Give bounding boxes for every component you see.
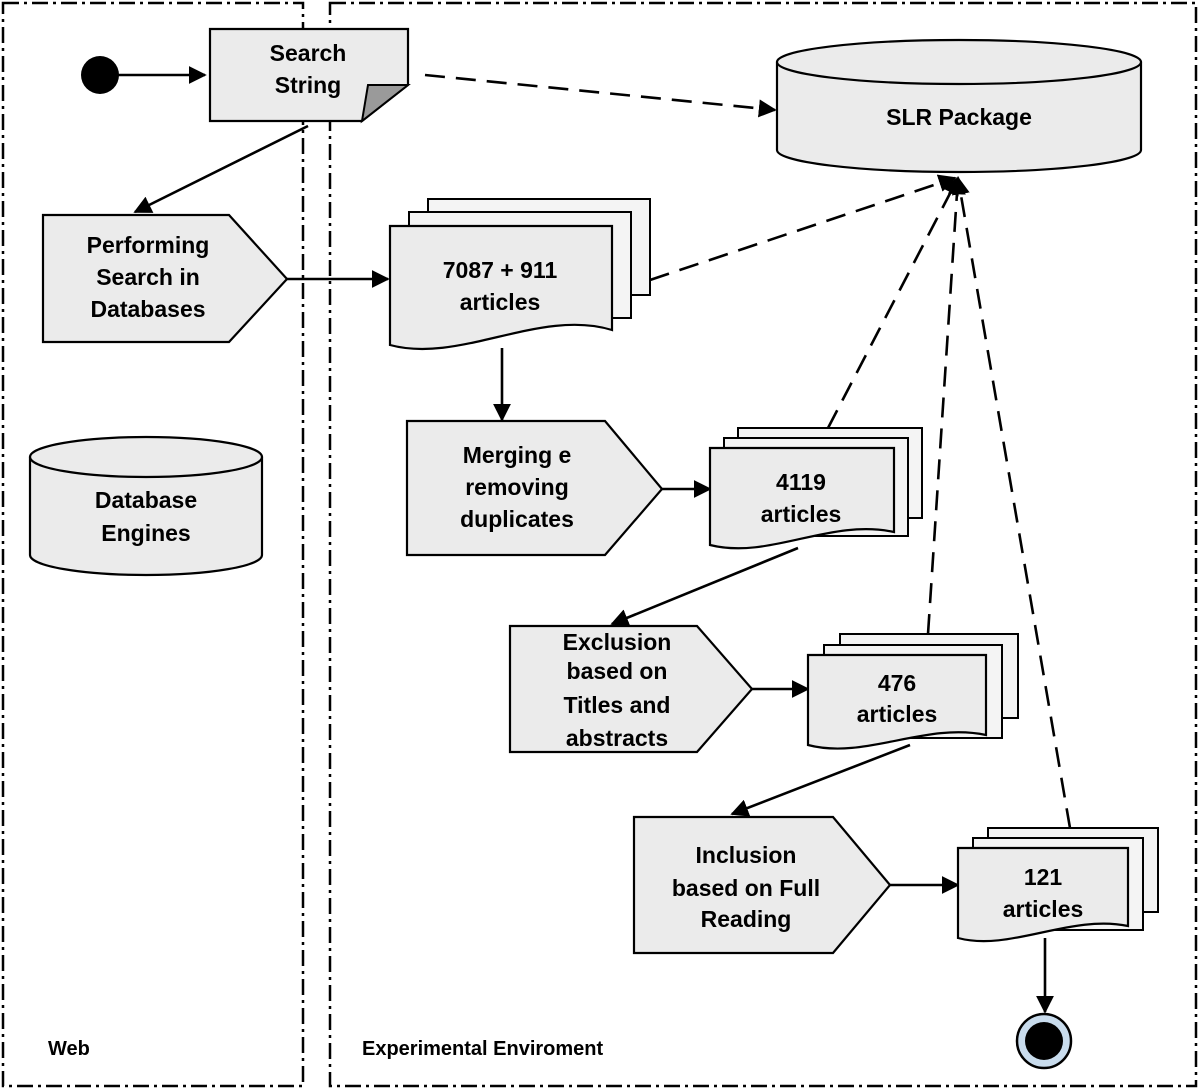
assoc-7087-articles-to-slr-package (649, 174, 957, 282)
flow-4119-articles-to-exclusion (610, 546, 799, 627)
performing-search-label-line-2: Search in (96, 264, 200, 290)
merging-label-line-1: Merging e (463, 442, 572, 468)
web-lane-label: Web (48, 1038, 90, 1060)
articles-7087-label-line-1: 7087 + 911 (443, 257, 558, 283)
exclusion-label-line-3: Titles and (564, 692, 671, 718)
flow-476-articles-to-inclusion (730, 743, 911, 817)
articles-476-label-line-1: 476 (878, 670, 916, 696)
articles-7087-label-line-2: articles (460, 289, 541, 315)
inclusion-activity: Inclusion based on Full Reading (632, 815, 892, 955)
flow-search-string-to-performing-search (133, 124, 309, 214)
swimlane-web: Web (1, 1, 305, 1088)
inclusion-label-line-2: based on Full (672, 875, 820, 901)
assoc-4119-articles-to-slr-package (826, 176, 960, 429)
performing-search-label-line-1: Performing (87, 232, 210, 258)
database-engines-datastore: Database Engines (28, 435, 264, 577)
start-node (81, 56, 119, 94)
merging-activity: Merging e removing duplicates (405, 419, 664, 557)
experimental-lane-label: Experimental Enviroment (362, 1038, 604, 1060)
database-engines-label-line-2: Engines (101, 520, 190, 546)
exclusion-label-line-2: based on (567, 658, 668, 684)
articles-4119-label-line-2: articles (761, 501, 842, 527)
articles-4119-multidocument: 4119 articles (708, 427, 923, 550)
inclusion-label-line-3: Reading (701, 906, 792, 932)
exclusion-label-line-4: abstracts (566, 725, 668, 751)
folded-corner (360, 84, 411, 124)
exclusion-label-line-1: Exclusion (563, 629, 672, 655)
search-string-label-line-2: String (275, 72, 341, 98)
articles-121-label-line-1: 121 (1024, 864, 1063, 890)
assoc-476-articles-to-slr-package (926, 176, 966, 635)
swimlane-experimental: Experimental Enviroment (328, 1, 1198, 1088)
articles-4119-label-line-1: 4119 (776, 469, 826, 495)
inclusion-label-line-1: Inclusion (696, 842, 797, 868)
assoc-search-string-to-slr-package (424, 73, 777, 118)
exclusion-activity: Exclusion based on Titles and abstracts (508, 624, 754, 754)
end-node (1015, 1012, 1073, 1070)
merging-label-line-3: duplicates (460, 506, 574, 532)
assoc-121-articles-to-slr-package (951, 176, 1072, 829)
articles-476-label-line-2: articles (857, 701, 938, 727)
performing-search-label-line-3: Databases (90, 296, 205, 322)
articles-121-multidocument: 121 articles (956, 827, 1159, 943)
connectors (118, 66, 1072, 1014)
slr-package-datastore: SLR Package (775, 38, 1143, 174)
database-engines-label-line-1: Database (95, 487, 197, 513)
experimental-lane-border (328, 1, 1198, 1088)
web-lane-border (1, 1, 305, 1088)
performing-search-activity: Performing Search in Databases (41, 213, 289, 344)
articles-7087-multidocument: 7087 + 911 articles (388, 198, 651, 351)
slr-package-label: SLR Package (886, 104, 1032, 130)
end-node-core (1025, 1022, 1063, 1060)
search-string-artifact: Search String (208, 27, 411, 124)
search-string-label-line-1: Search (270, 40, 347, 66)
merging-label-line-2: removing (465, 474, 569, 500)
articles-121-label-line-2: articles (1003, 896, 1084, 922)
articles-476-multidocument: 476 articles (806, 633, 1019, 750)
